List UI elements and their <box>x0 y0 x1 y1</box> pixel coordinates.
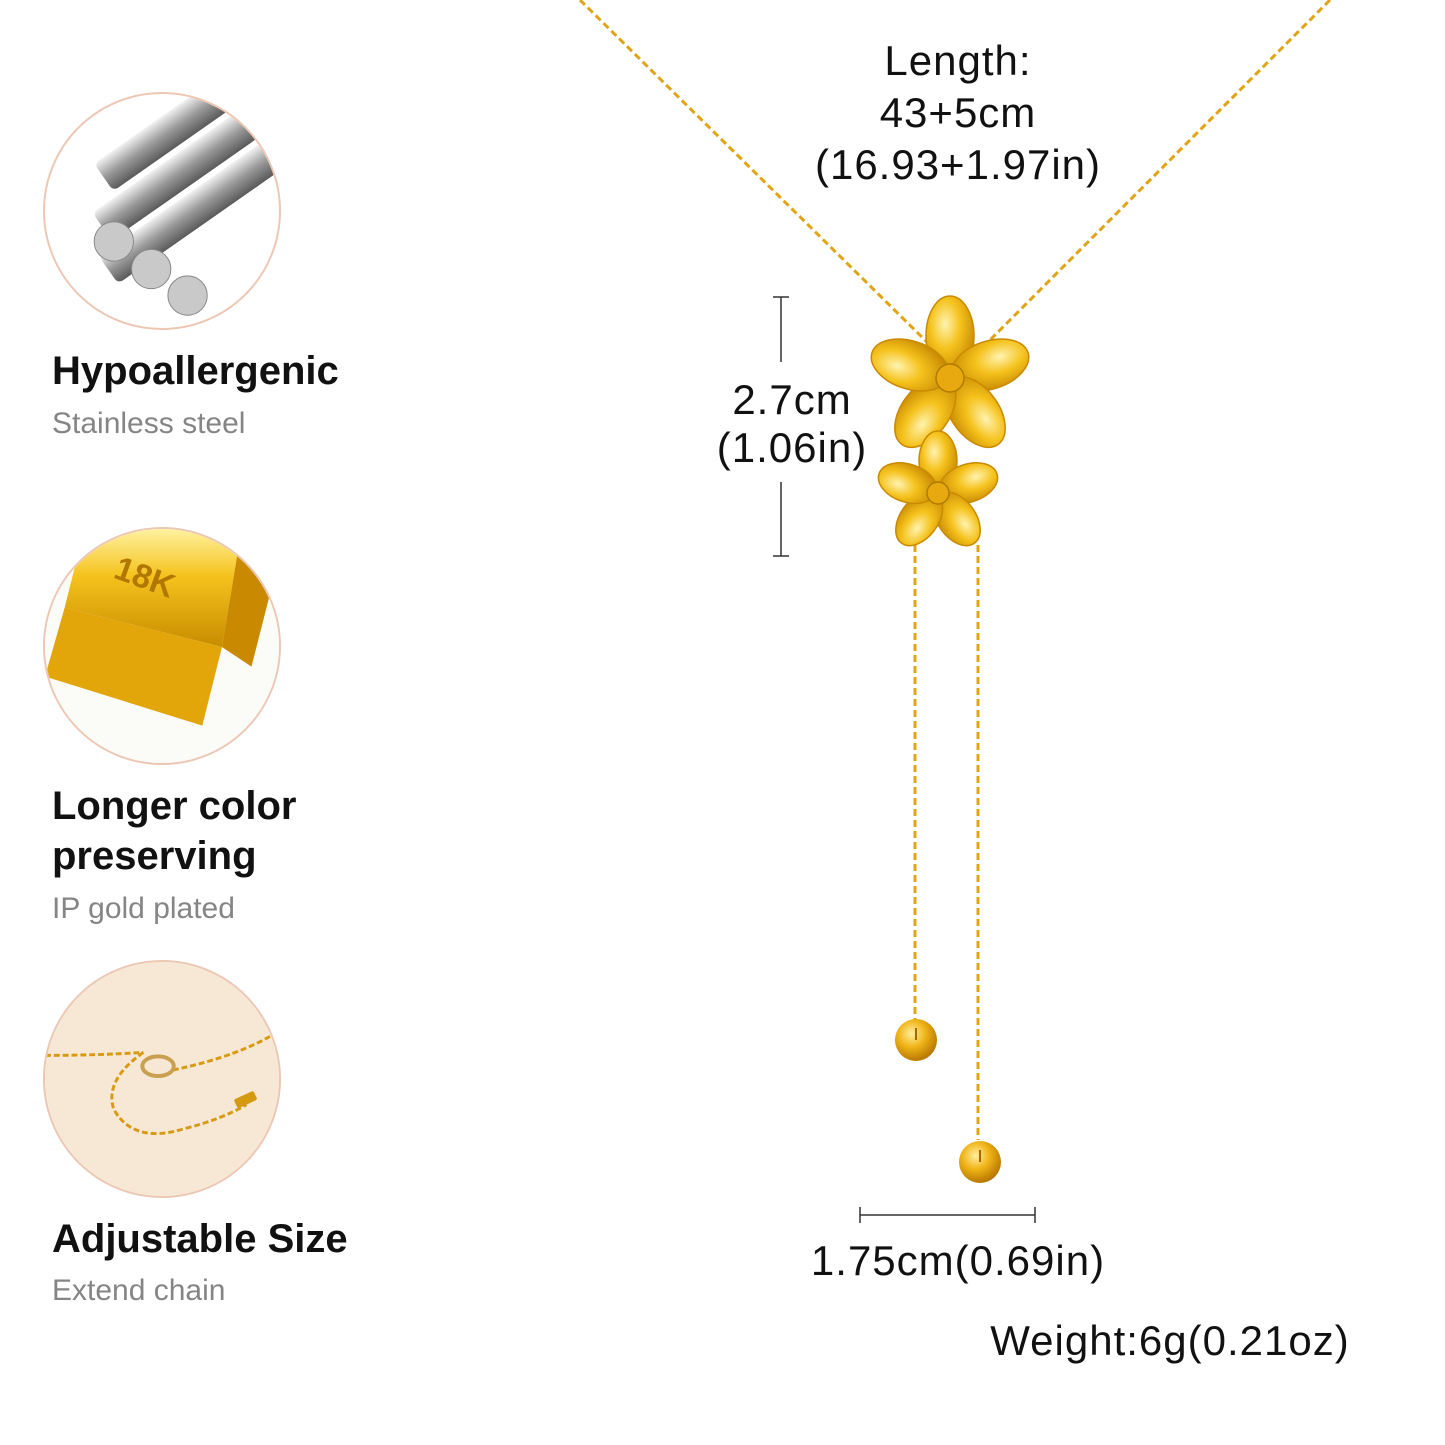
feature-title-color-line1: Longer color <box>52 784 297 828</box>
feature-title-hypoallergenic: Hypoallergenic <box>52 349 339 393</box>
flower-pendant-large <box>870 295 1030 449</box>
length-cm-value: 43+5cm <box>879 89 1037 136</box>
feature-title-adjustable: Adjustable Size <box>52 1217 348 1261</box>
gold-bar-icon: 18K <box>43 527 281 765</box>
feature-title-color-line2: preserving <box>52 834 257 878</box>
pendant-height-cm: 2.7cm <box>732 376 852 423</box>
feature-subtitle-ip-gold: IP gold plated <box>52 892 235 925</box>
pendant-width-value: 1.75cm(0.69in) <box>810 1237 1106 1284</box>
length-label: Length: <box>884 37 1032 84</box>
steel-rods-icon <box>43 92 281 330</box>
flower-pendant-small <box>877 430 999 547</box>
feature-subtitle-extend: Extend chain <box>52 1274 226 1307</box>
height-dimension-line <box>773 296 789 557</box>
feature-subtitle-stainless: Stainless steel <box>52 407 246 440</box>
pendant-height-inch: (1.06in) <box>716 424 868 471</box>
length-inch-value: (16.93+1.97in) <box>814 141 1102 188</box>
width-dimension-line <box>859 1207 1036 1223</box>
weight-value: Weight:6g(0.21oz) <box>990 1317 1350 1364</box>
necklace-chain <box>578 0 1332 1140</box>
extend-chain-icon <box>43 960 281 1198</box>
